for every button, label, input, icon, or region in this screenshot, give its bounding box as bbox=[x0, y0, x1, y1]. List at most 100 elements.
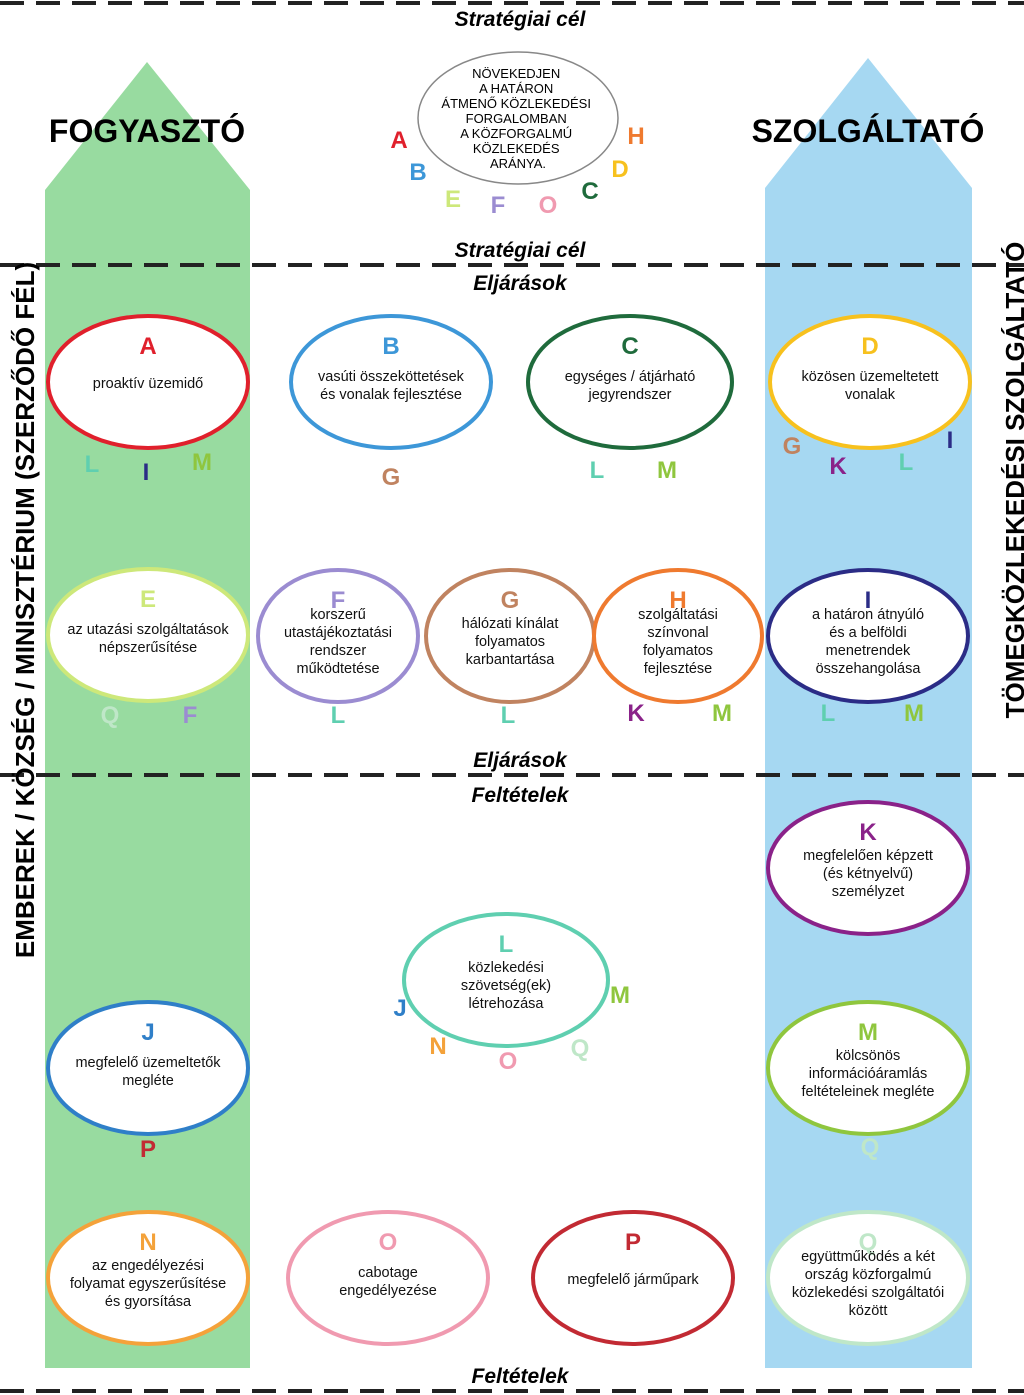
goal-link-letter: C bbox=[581, 178, 598, 205]
link-letter-k: K bbox=[829, 453, 847, 480]
node-ellipse bbox=[766, 1000, 970, 1136]
node-ellipse bbox=[766, 1210, 970, 1346]
node-ellipse bbox=[592, 568, 764, 704]
procedures-label-top: Eljárások bbox=[473, 272, 568, 295]
node-letter: E bbox=[140, 586, 156, 613]
link-letter-g: G bbox=[382, 464, 401, 491]
node-letter: J bbox=[141, 1019, 154, 1046]
node-description-line: közlekedési szolgáltatói bbox=[792, 1285, 944, 1301]
node-description-line: együttműködés a két bbox=[801, 1249, 935, 1265]
node-ellipse bbox=[289, 314, 493, 450]
node-description-line: és a belföldi bbox=[829, 625, 906, 641]
goal-line: A HATÁRON bbox=[479, 81, 553, 96]
node-letter: H bbox=[669, 587, 686, 614]
node-ellipse bbox=[768, 314, 972, 450]
node-description-line: (és kétnyelvű) bbox=[823, 866, 913, 882]
link-letter-l: L bbox=[501, 702, 516, 729]
link-letter-g: G bbox=[783, 433, 802, 460]
node-letter: I bbox=[865, 587, 872, 614]
node-description-line: az engedélyezési bbox=[92, 1258, 204, 1274]
provider-arrow bbox=[765, 58, 972, 1368]
link-letter-j: J bbox=[393, 995, 406, 1022]
node-description-line: információáramlás bbox=[809, 1066, 927, 1082]
goal-link-letter: A bbox=[390, 127, 407, 154]
node-description: megfelelően képzett(és kétnyelvű)személy… bbox=[803, 848, 933, 900]
node-description-line: feltételeinek megléte bbox=[802, 1084, 935, 1100]
node-description-line: jegyrendszer bbox=[587, 387, 671, 403]
goal-link-letter: E bbox=[445, 186, 461, 213]
goal-link-letter: B bbox=[409, 159, 426, 186]
node-description-line: menetrendek bbox=[826, 643, 911, 659]
node-description: kölcsönös információáramlás feltételeinek … bbox=[802, 1048, 935, 1100]
node-letter: O bbox=[379, 1229, 398, 1256]
strategic-goal: NÖVEKEDJEN A HATÁRON ÁTMENŐ KÖZLEKEDÉSI … bbox=[390, 51, 645, 219]
link-letter-m: M bbox=[610, 982, 630, 1009]
node-letter: F bbox=[331, 587, 346, 614]
goal-line: KÖZLEKEDÉS bbox=[473, 141, 560, 156]
node-ellipse bbox=[256, 568, 420, 704]
node-description-line: vasúti összeköttetések bbox=[318, 369, 465, 385]
link-letter-k: K bbox=[627, 700, 645, 727]
node-letter: C bbox=[621, 333, 638, 360]
goal-link-letter: F bbox=[491, 192, 506, 219]
goal-line: ARÁNYA. bbox=[490, 156, 546, 171]
node-ellipse bbox=[766, 800, 970, 936]
goal-link-letter: H bbox=[627, 123, 644, 150]
node-description-line: engedélyezése bbox=[339, 1283, 437, 1299]
link-letter-m: M bbox=[712, 700, 732, 727]
node-letter: G bbox=[501, 587, 520, 614]
section-labels: Stratégiai cél Stratégiai cél Eljárások … bbox=[455, 8, 587, 1388]
strategic-goal-label-bottom: Stratégiai cél bbox=[455, 239, 587, 262]
goal-text: NÖVEKEDJEN A HATÁRON ÁTMENŐ KÖZLEKEDÉSI … bbox=[441, 66, 594, 171]
node-description: megfelelő járműpark bbox=[567, 1272, 699, 1288]
node-description-line: proaktív üzemidő bbox=[93, 376, 203, 392]
node-description-line: folyamatos bbox=[643, 643, 713, 659]
node-description: proaktív üzemidő bbox=[93, 376, 203, 392]
node-description-line: személyzet bbox=[832, 884, 905, 900]
node-description-line: korszerű bbox=[310, 607, 366, 623]
node-description-line: megfelelő járműpark bbox=[567, 1272, 699, 1288]
link-letter-p: P bbox=[140, 1136, 156, 1163]
node-description-line: színvonal bbox=[647, 625, 708, 641]
node-letter: N bbox=[139, 1229, 156, 1256]
node-description-line: fejlesztése bbox=[644, 661, 713, 677]
node-description-line: vonalak bbox=[845, 387, 896, 403]
link-letter-l: L bbox=[821, 700, 836, 727]
node-letter: D bbox=[861, 333, 878, 360]
node-description-line: folyamatos bbox=[475, 634, 545, 650]
link-letter-i: I bbox=[143, 459, 150, 486]
node-description-line: megfelelő üzemeltetők bbox=[75, 1055, 221, 1071]
node-description-line: ország közforgalmú bbox=[805, 1267, 932, 1283]
node-description-line: összehangolása bbox=[816, 661, 922, 677]
link-letter-l: L bbox=[331, 702, 346, 729]
node-ellipse bbox=[526, 314, 734, 450]
node-description-line: utastájékoztatási bbox=[284, 625, 392, 641]
provider-title: SZOLGÁLTATÓ bbox=[752, 113, 985, 149]
node-description-line: népszerűsítése bbox=[99, 640, 197, 656]
node-letter: Q bbox=[859, 1229, 878, 1256]
node-letter: B bbox=[382, 333, 399, 360]
node-description-line: szövetség(ek) bbox=[461, 978, 551, 994]
goal-line: A KÖZFORGALMÚ bbox=[460, 126, 572, 141]
node-letter: K bbox=[859, 819, 877, 846]
node-description-line: hálózati kínálat bbox=[462, 616, 559, 632]
node-description-line: kölcsönös bbox=[836, 1048, 900, 1064]
node-description-line: folyamat egyszerűsítése bbox=[70, 1276, 226, 1292]
